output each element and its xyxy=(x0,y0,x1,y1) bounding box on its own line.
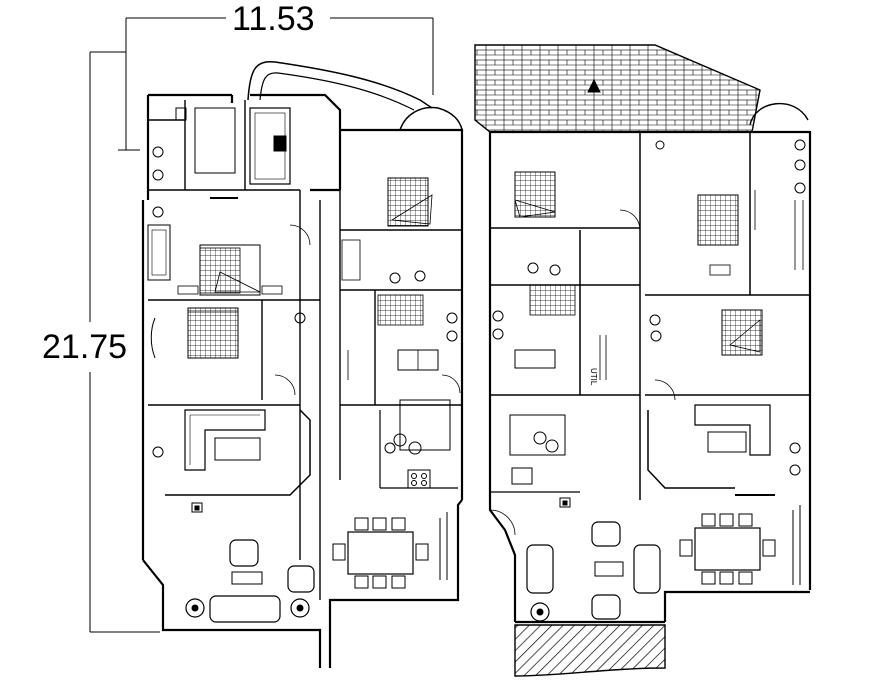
right-floor-plan xyxy=(474,44,812,677)
dimension-width xyxy=(118,17,434,151)
util-room-label: UTIL xyxy=(589,368,598,386)
left-floor-plan xyxy=(141,61,464,668)
dimension-height xyxy=(89,51,160,633)
dimension-height-label: 21.75 xyxy=(42,328,128,366)
dimension-width-label: 11.53 xyxy=(232,0,315,38)
north-arrow-icon xyxy=(587,78,601,93)
